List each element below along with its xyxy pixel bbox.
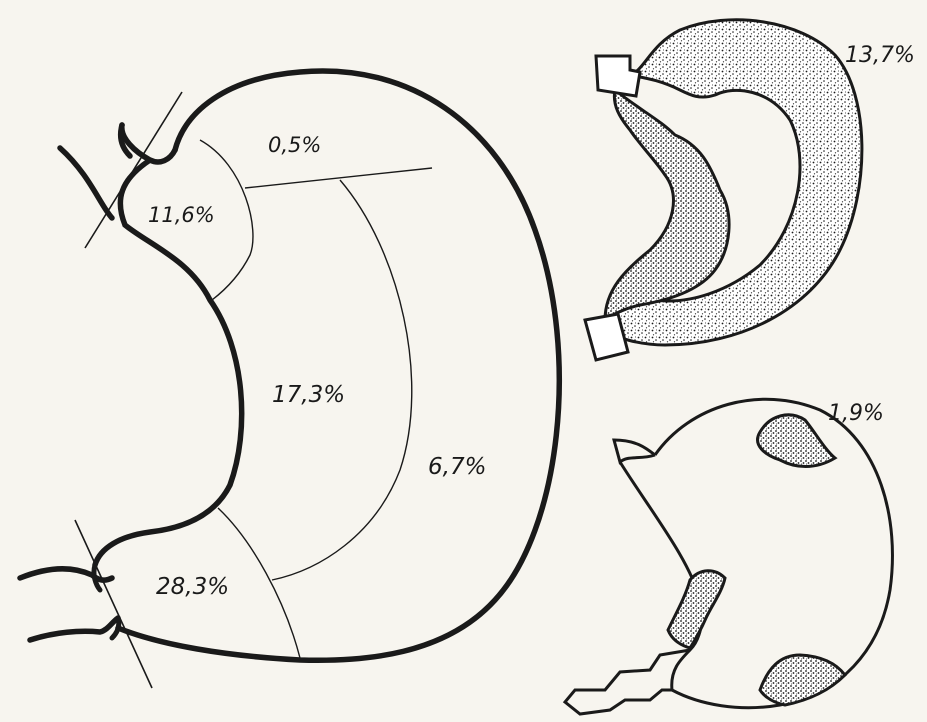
lesser-curvature-outline: [95, 125, 242, 565]
inset-label-diffuse: 13,7%: [845, 43, 915, 68]
inset-multifocal: 1,9%: [565, 399, 892, 714]
inset-label-multifocal: 1,9%: [828, 401, 884, 426]
region-label-cardia: 11,6%: [148, 203, 215, 227]
inset-diffuse: 13,7%: [585, 20, 915, 360]
stomach-outline: [118, 71, 559, 660]
region-label-lesser-curvature-body: 17,3%: [272, 382, 345, 408]
antrum-divider: [218, 508, 300, 658]
region-label-antrum: 28,3%: [156, 574, 229, 600]
region-label-greater-curvature-body: 6,7%: [428, 454, 486, 480]
lesion-antrum: [760, 655, 845, 705]
fundus-divider: [245, 168, 432, 188]
main-stomach: 0,5% 11,6% 17,3% 6,7% 28,3%: [20, 71, 559, 688]
lesion-lesser-curvature: [668, 571, 725, 648]
diffuse-lesion-inner: [605, 90, 729, 320]
body-divider: [272, 180, 412, 580]
esophagus: [60, 148, 112, 218]
lesion-upper: [758, 415, 835, 467]
duodenum: [20, 569, 118, 640]
region-label-fundus: 0,5%: [268, 133, 321, 157]
